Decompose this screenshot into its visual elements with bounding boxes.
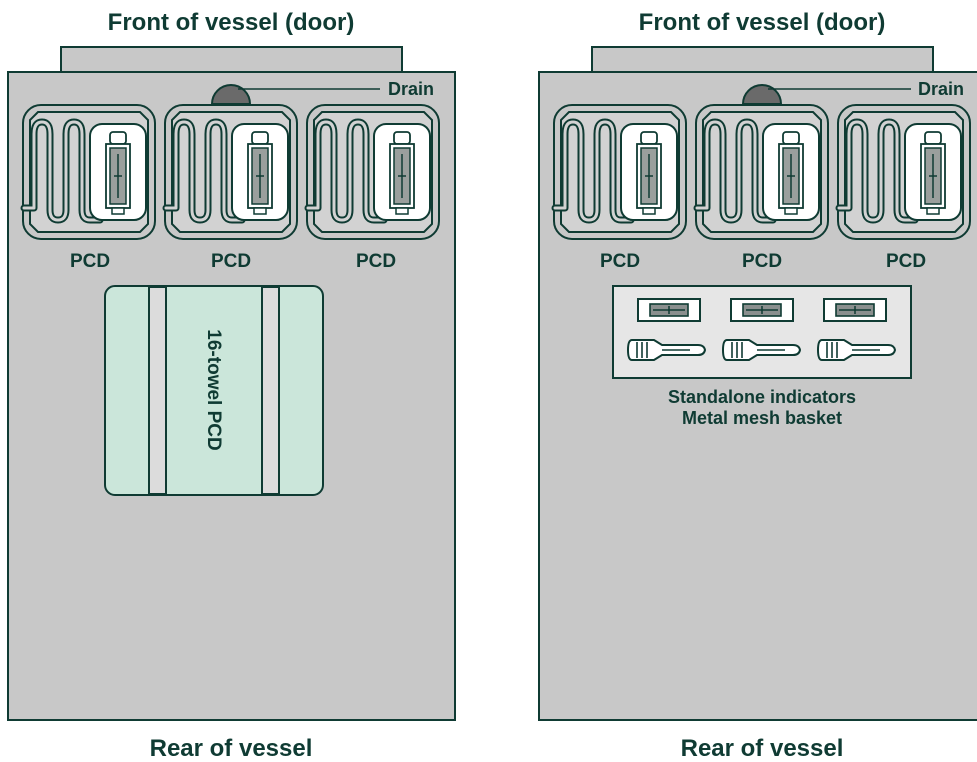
- left-vessel-door: [60, 46, 403, 74]
- basket-label-line2: Metal mesh basket: [682, 408, 842, 428]
- basket-label-line1: Standalone indicators: [668, 387, 856, 407]
- mesh-basket: [612, 285, 912, 379]
- towel-pack-label: 16-towel PCD: [203, 329, 224, 450]
- right-front-label: Front of vessel (door): [639, 9, 886, 36]
- right-rear-label: Rear of vessel: [681, 735, 844, 762]
- left-pcd-1-icon: [23, 105, 155, 239]
- right-drain-icon: [741, 84, 783, 105]
- left-pcd-3-icon: [307, 105, 439, 239]
- left-pcd-3-label: PCD: [356, 251, 396, 272]
- right-pcd-2-icon: [696, 105, 828, 239]
- right-drain-label: Drain: [918, 79, 964, 99]
- right-pcd-3-label: PCD: [886, 251, 926, 272]
- left-vessel-panel: Front of vessel (door) Drain PCD PCD PCD…: [7, 9, 456, 762]
- left-rear-label: Rear of vessel: [150, 735, 313, 762]
- right-pcd-1-label: PCD: [600, 251, 640, 272]
- towel-pack-strap-left: [148, 286, 167, 495]
- strip-indicator-3-icon: [823, 298, 887, 322]
- strip-indicator-1-icon: [637, 298, 701, 322]
- left-drain: Drain: [210, 79, 434, 105]
- left-pcd-2-label: PCD: [211, 251, 251, 272]
- left-front-label: Front of vessel (door): [108, 9, 355, 36]
- right-pcd-3-icon: [838, 105, 970, 239]
- left-pcd-2-icon: [165, 105, 297, 239]
- right-pcd-1-icon: [554, 105, 686, 239]
- left-drain-icon: [210, 84, 252, 105]
- right-vessel-door: [591, 46, 934, 74]
- left-drain-label: Drain: [388, 79, 434, 99]
- right-pcd-2-label: PCD: [742, 251, 782, 272]
- towel-pack: 16-towel PCD: [104, 285, 324, 496]
- strip-indicator-2-icon: [730, 298, 794, 322]
- right-drain: Drain: [741, 79, 964, 105]
- right-vessel-panel: Front of vessel (door) Drain PCD PCD PCD…: [538, 9, 977, 762]
- towel-pack-strap-right: [261, 286, 280, 495]
- left-pcd-1-label: PCD: [70, 251, 110, 272]
